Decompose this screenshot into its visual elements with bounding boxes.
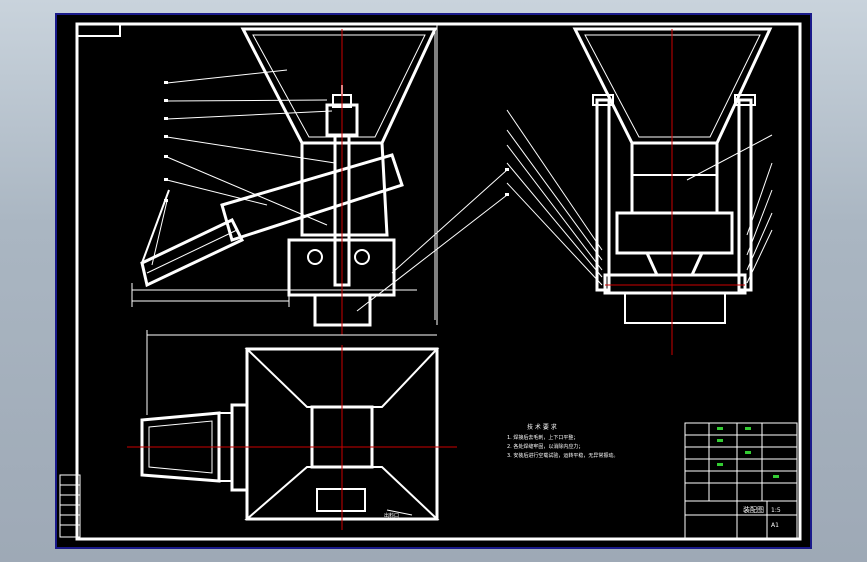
side-view (131, 27, 509, 327)
parts-list-table (684, 422, 798, 539)
cad-drawing-viewport[interactable]: 技 术 要 求 1. 焊接后去毛刺，上下口平整； 2. 各处焊缝牢固，以消除内应… (55, 13, 812, 549)
title-block-name: 装配图 (743, 505, 764, 514)
parts-list-marks (717, 427, 779, 478)
plan-view-label: 出料口 (384, 512, 399, 519)
notes-line-1: 1. 焊接后去毛刺，上下口平整； (507, 434, 578, 441)
sheet-border (75, 22, 802, 541)
title-block-scale: 1:5 (771, 507, 781, 514)
cad-drawing-canvas: 技 术 要 求 1. 焊接后去毛刺，上下口平整； 2. 各处焊缝牢固，以消除内应… (59, 22, 802, 541)
plan-view (140, 330, 440, 521)
notes-line-2: 2. 各处焊缝牢固，以消除内应力； (507, 443, 583, 450)
front-view (506, 27, 773, 324)
sheet-corner-mark (77, 24, 121, 37)
revision-strip (59, 474, 81, 538)
notes-title: 技 术 要 求 (527, 423, 557, 431)
title-block-sheet: A1 (771, 522, 779, 529)
notes-line-3: 3. 安装后进行空载试验，运转平稳，无异常振动。 (507, 452, 618, 459)
